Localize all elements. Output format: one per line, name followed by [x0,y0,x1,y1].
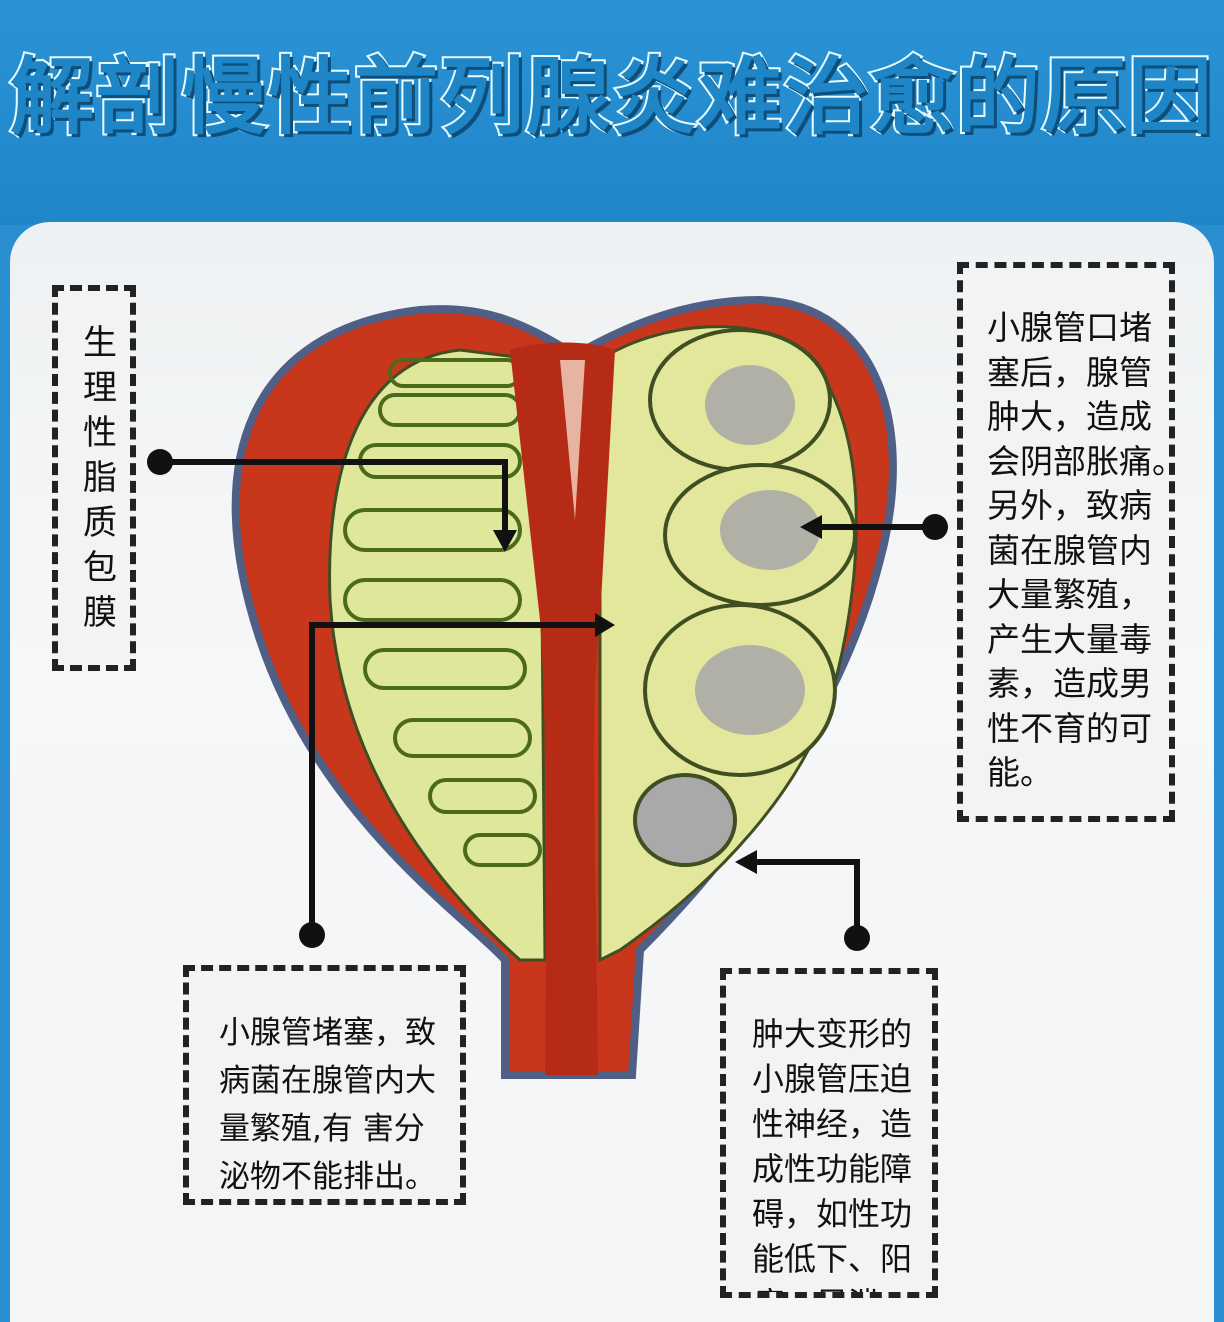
label-line: 成性功能障 [752,1150,913,1188]
callout-lines [160,459,935,938]
label-line: 痿、早泄 [752,1282,932,1292]
label-line: 性神经，造 [752,1105,913,1143]
arrow-heads [493,515,822,874]
label-line: 泌物不能排出。 [219,1159,436,1195]
label-line: 肿大变形的 [752,1015,913,1053]
label-line: 小腺管压迫 [752,1060,913,1098]
label-line: 能低下、阳 [752,1240,913,1278]
label-line: 性不育的可 [987,708,1152,748]
label-text: 生理性脂质包膜 [83,323,117,633]
label-nerve-compression: 肿大变形的 小腺管压迫 性神经，造 成性功能障 碍，如性功 能低下、阳 痿、早泄 [720,968,938,1298]
urethra [510,342,615,1075]
label-line: 能。 [987,753,1053,792]
callout-dots [147,449,948,951]
label-line: 量繁殖,有 害分 [219,1111,425,1147]
gland-left [328,348,547,962]
label-line: 产生大量毒 [987,619,1152,659]
label-line: 碍，如性功 [752,1195,913,1233]
prostate-diagram [147,295,948,1079]
label-line: 菌在腺管内 [987,530,1152,570]
label-duct-blockage: 小腺管堵塞，致 病菌在腺管内大 量繁殖,有 害分 泌物不能排出。 [183,965,466,1205]
label-line: 另外，致病 [987,486,1152,525]
label-line: 素，造成男 [987,664,1152,703]
label-line: 小腺管堵塞，致 [219,1015,436,1051]
label-line: 肿大，造成 [987,397,1152,436]
label-lipid-capsule: 生理性脂质包膜 [52,285,136,671]
label-line: 会阴部胀痛。 [987,441,1185,481]
label-line: 大量繁殖， [987,575,1152,614]
header-banner: 解剖慢性前列腺炎难治愈的原因 [0,0,1224,225]
label-line: 小腺管口堵 [987,308,1152,347]
page-title: 解剖慢性前列腺炎难治愈的原因 [8,46,1214,148]
dilated-ducts [633,328,857,867]
label-duct-swelling: 小腺管口堵 塞后，腺管 肿大，造成 会阴部胀痛。 另外，致病 菌在腺管内 大量繁… [957,262,1185,822]
label-line: 病菌在腺管内大 [219,1063,436,1099]
label-line: 塞后，腺管 [987,352,1152,392]
